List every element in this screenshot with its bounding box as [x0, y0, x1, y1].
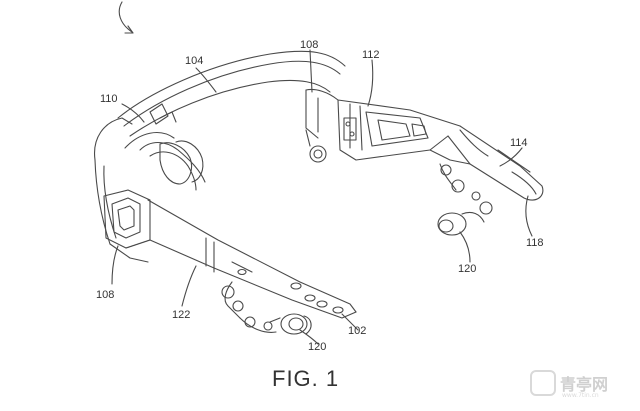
label-120-right: 120 — [458, 263, 477, 275]
leader-112 — [367, 59, 374, 107]
leader-108-left — [111, 245, 119, 285]
leader-104 — [195, 67, 217, 93]
leader-110 — [121, 103, 145, 123]
earbud-left — [224, 281, 241, 319]
leader-122 — [181, 265, 197, 307]
leader-108-top — [309, 49, 313, 93]
label-104: 104 — [185, 55, 204, 67]
label-108-top: 108 — [300, 39, 319, 51]
label-108-left: 108 — [96, 289, 115, 301]
watermark-icon — [530, 370, 556, 396]
figure-caption: FIG. 1 — [272, 366, 340, 391]
left-frame — [94, 117, 133, 161]
label-112: 112 — [362, 49, 380, 61]
earbud-right — [439, 163, 457, 191]
label-118: 118 — [526, 237, 544, 249]
label-122: 122 — [172, 309, 191, 321]
watermark-subtext: www.7tin.cn — [562, 392, 599, 399]
left-arm — [147, 199, 357, 313]
leader-118 — [525, 195, 533, 237]
watermark-logo: 青亭网 www.7tin.cn — [530, 370, 609, 399]
label-102: 102 — [348, 325, 367, 337]
leader-114 — [499, 147, 523, 167]
label-110: 110 — [100, 93, 118, 105]
label-120-bottom: 120 — [308, 341, 327, 353]
right-arm — [459, 125, 544, 201]
reference-arrow — [118, 1, 133, 33]
leader-120-right — [459, 231, 471, 263]
label-114: 114 — [510, 137, 528, 149]
leader-102 — [341, 313, 359, 331]
leader-120-bottom — [299, 329, 319, 345]
watermark-text: 青亭网 — [560, 375, 609, 394]
headband-outer — [117, 50, 346, 119]
